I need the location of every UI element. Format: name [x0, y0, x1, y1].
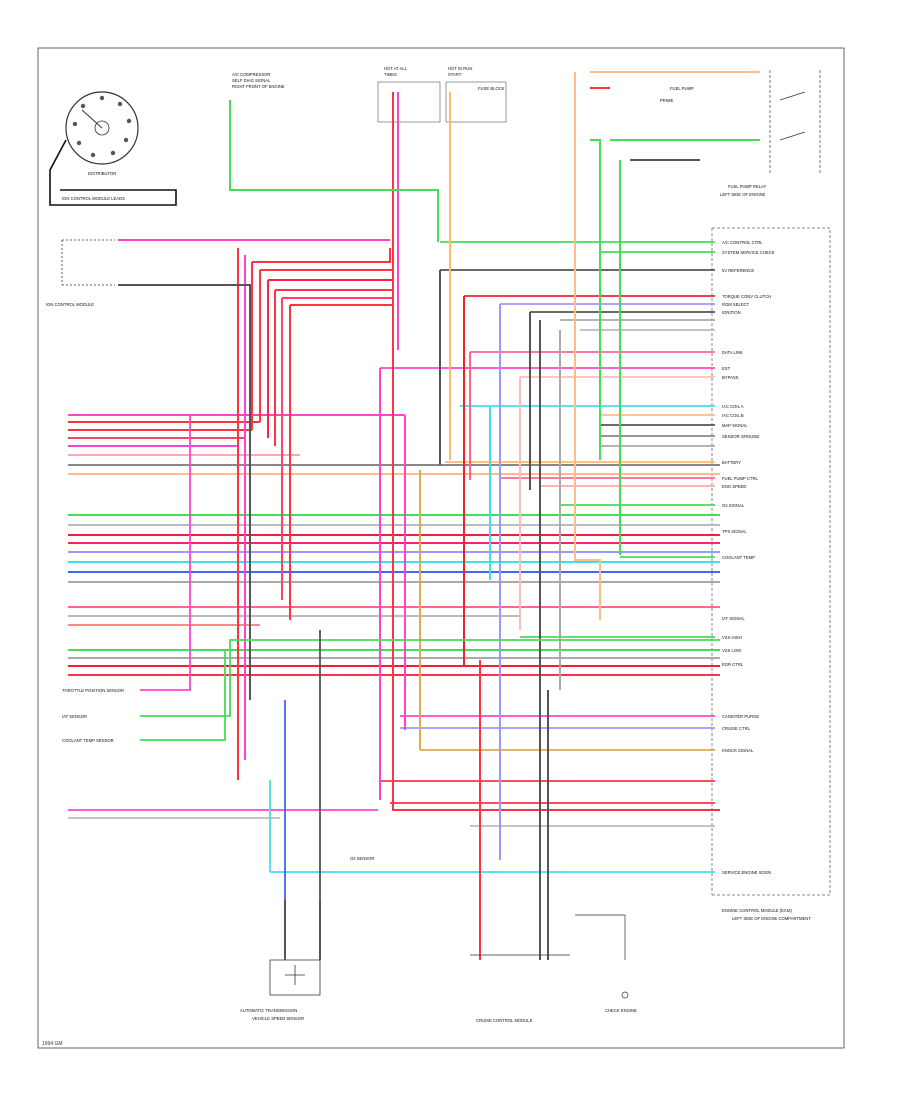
svg-text:BATTERY: BATTERY [722, 460, 741, 465]
distributor: DISTRIBUTOR [65, 91, 139, 176]
ecm-label: ENGINE CONTROL MODULE (ECM) [722, 908, 792, 913]
ign-control-module: IGN CONTROL MODULE [46, 239, 115, 307]
distributor-label: DISTRIBUTOR [88, 171, 116, 176]
svg-text:IGN CONTROL MODULE LEADS: IGN CONTROL MODULE LEADS [62, 196, 125, 201]
svg-text:THROTTLE POSITION SENSOR: THROTTLE POSITION SENSOR [62, 688, 124, 693]
svg-text:O2 SENSOR: O2 SENSOR [350, 856, 374, 861]
svg-text:DATA LINK: DATA LINK [722, 350, 743, 355]
cruise-control-module: CRUISE CONTROL MODULE [470, 954, 570, 1023]
vehicle-speed-sensor: AUTOMATIC TRANSMISSION VEHICLE SPEED SEN… [240, 900, 321, 1021]
svg-text:RIGHT FRONT OF ENGINE: RIGHT FRONT OF ENGINE [232, 84, 285, 89]
lower-wires [68, 415, 720, 900]
svg-text:AUTOMATIC TRANSMISSION: AUTOMATIC TRANSMISSION [240, 1008, 297, 1013]
vertical-harness [229, 71, 760, 960]
svg-text:IGN CONTROL MODULE: IGN CONTROL MODULE [46, 302, 94, 307]
svg-text:SENSOR GROUND: SENSOR GROUND [722, 434, 759, 439]
svg-text:IAT SENSOR: IAT SENSOR [62, 714, 87, 719]
svg-text:SERVICE ENGINE SOON: SERVICE ENGINE SOON [722, 870, 771, 875]
svg-text:SYSTEM SERVICE CHECK: SYSTEM SERVICE CHECK [722, 250, 775, 255]
diagram-frame [37, 47, 845, 1049]
svg-text:A/C COMPRESSOR: A/C COMPRESSOR [232, 72, 270, 77]
svg-text:SELF DIAG SIGNAL: SELF DIAG SIGNAL [232, 78, 271, 83]
svg-text:FUEL PUMP: FUEL PUMP [670, 86, 694, 91]
red-bundle [118, 239, 392, 780]
svg-text:START: START [448, 72, 462, 77]
ecm-sublabel: LEFT SIDE OF ENGINE COMPARTMENT [732, 916, 811, 921]
svg-text:HOT IN RUN: HOT IN RUN [448, 66, 472, 71]
svg-text:COOLANT TEMP: COOLANT TEMP [722, 555, 755, 560]
svg-text:HOT AT ALL: HOT AT ALL [384, 66, 408, 71]
svg-text:EST: EST [722, 366, 731, 371]
svg-text:CHECK ENGINE: CHECK ENGINE [605, 1008, 637, 1013]
svg-text:FUEL PUMP CTRL: FUEL PUMP CTRL [722, 476, 759, 481]
svg-text:ROM SELECT: ROM SELECT [722, 302, 750, 307]
ecm-input-wires [270, 241, 715, 873]
svg-text:CANISTER PURGE: CANISTER PURGE [722, 714, 759, 719]
ecm: ENGINE CONTROL MODULE (ECM) LEFT SIDE OF… [711, 227, 831, 921]
svg-text:LEFT SIDE OF ENGINE: LEFT SIDE OF ENGINE [720, 192, 766, 197]
svg-text:TIMES: TIMES [384, 72, 397, 77]
svg-text:KNOCK SIGNAL: KNOCK SIGNAL [722, 748, 754, 753]
svg-text:FUSE BLOCK: FUSE BLOCK [478, 86, 505, 91]
svg-text:IAC COIL B: IAC COIL B [722, 413, 744, 418]
svg-text:IAC COIL A: IAC COIL A [722, 404, 744, 409]
svg-text:COOLANT TEMP SENSOR: COOLANT TEMP SENSOR [62, 738, 114, 743]
svg-text:O2 SIGNAL: O2 SIGNAL [722, 503, 745, 508]
svg-text:EGR CTRL: EGR CTRL [722, 662, 744, 667]
check-engine-lamp: CHECK ENGINE [575, 914, 637, 1013]
svg-text:TPS SIGNAL: TPS SIGNAL [722, 529, 747, 534]
svg-text:IGNITION: IGNITION [722, 310, 741, 315]
svg-text:VSS LOW: VSS LOW [722, 648, 741, 653]
svg-text:ENG SPEED: ENG SPEED [722, 484, 746, 489]
svg-text:CRUISE CONTROL MODULE: CRUISE CONTROL MODULE [476, 1018, 533, 1023]
svg-text:PRIME: PRIME [660, 98, 673, 103]
svg-text:TORQUE CONV CLUTCH: TORQUE CONV CLUTCH [722, 294, 771, 299]
svg-text:VEHICLE SPEED SENSOR: VEHICLE SPEED SENSOR [252, 1016, 304, 1021]
fuel-pump-relay: FUEL PUMP RELAY LEFT SIDE OF ENGINE [720, 70, 821, 197]
svg-text:CRUISE CTRL: CRUISE CTRL [722, 726, 751, 731]
ecm-pin-labels: A/C CONTROL CTRL SYSTEM SERVICE CHECK 5V… [722, 240, 775, 875]
svg-text:MAP SIGNAL: MAP SIGNAL [722, 423, 748, 428]
svg-text:IAT SIGNAL: IAT SIGNAL [722, 616, 745, 621]
svg-text:5V REFERENCE: 5V REFERENCE [722, 268, 754, 273]
svg-text:BYPASS: BYPASS [722, 375, 739, 380]
svg-text:FUEL PUMP RELAY: FUEL PUMP RELAY [728, 184, 767, 189]
svg-text:A/C CONTROL CTRL: A/C CONTROL CTRL [722, 240, 763, 245]
footer-label: 1994 GM [42, 1041, 63, 1047]
svg-text:VSS HIGH: VSS HIGH [722, 635, 742, 640]
